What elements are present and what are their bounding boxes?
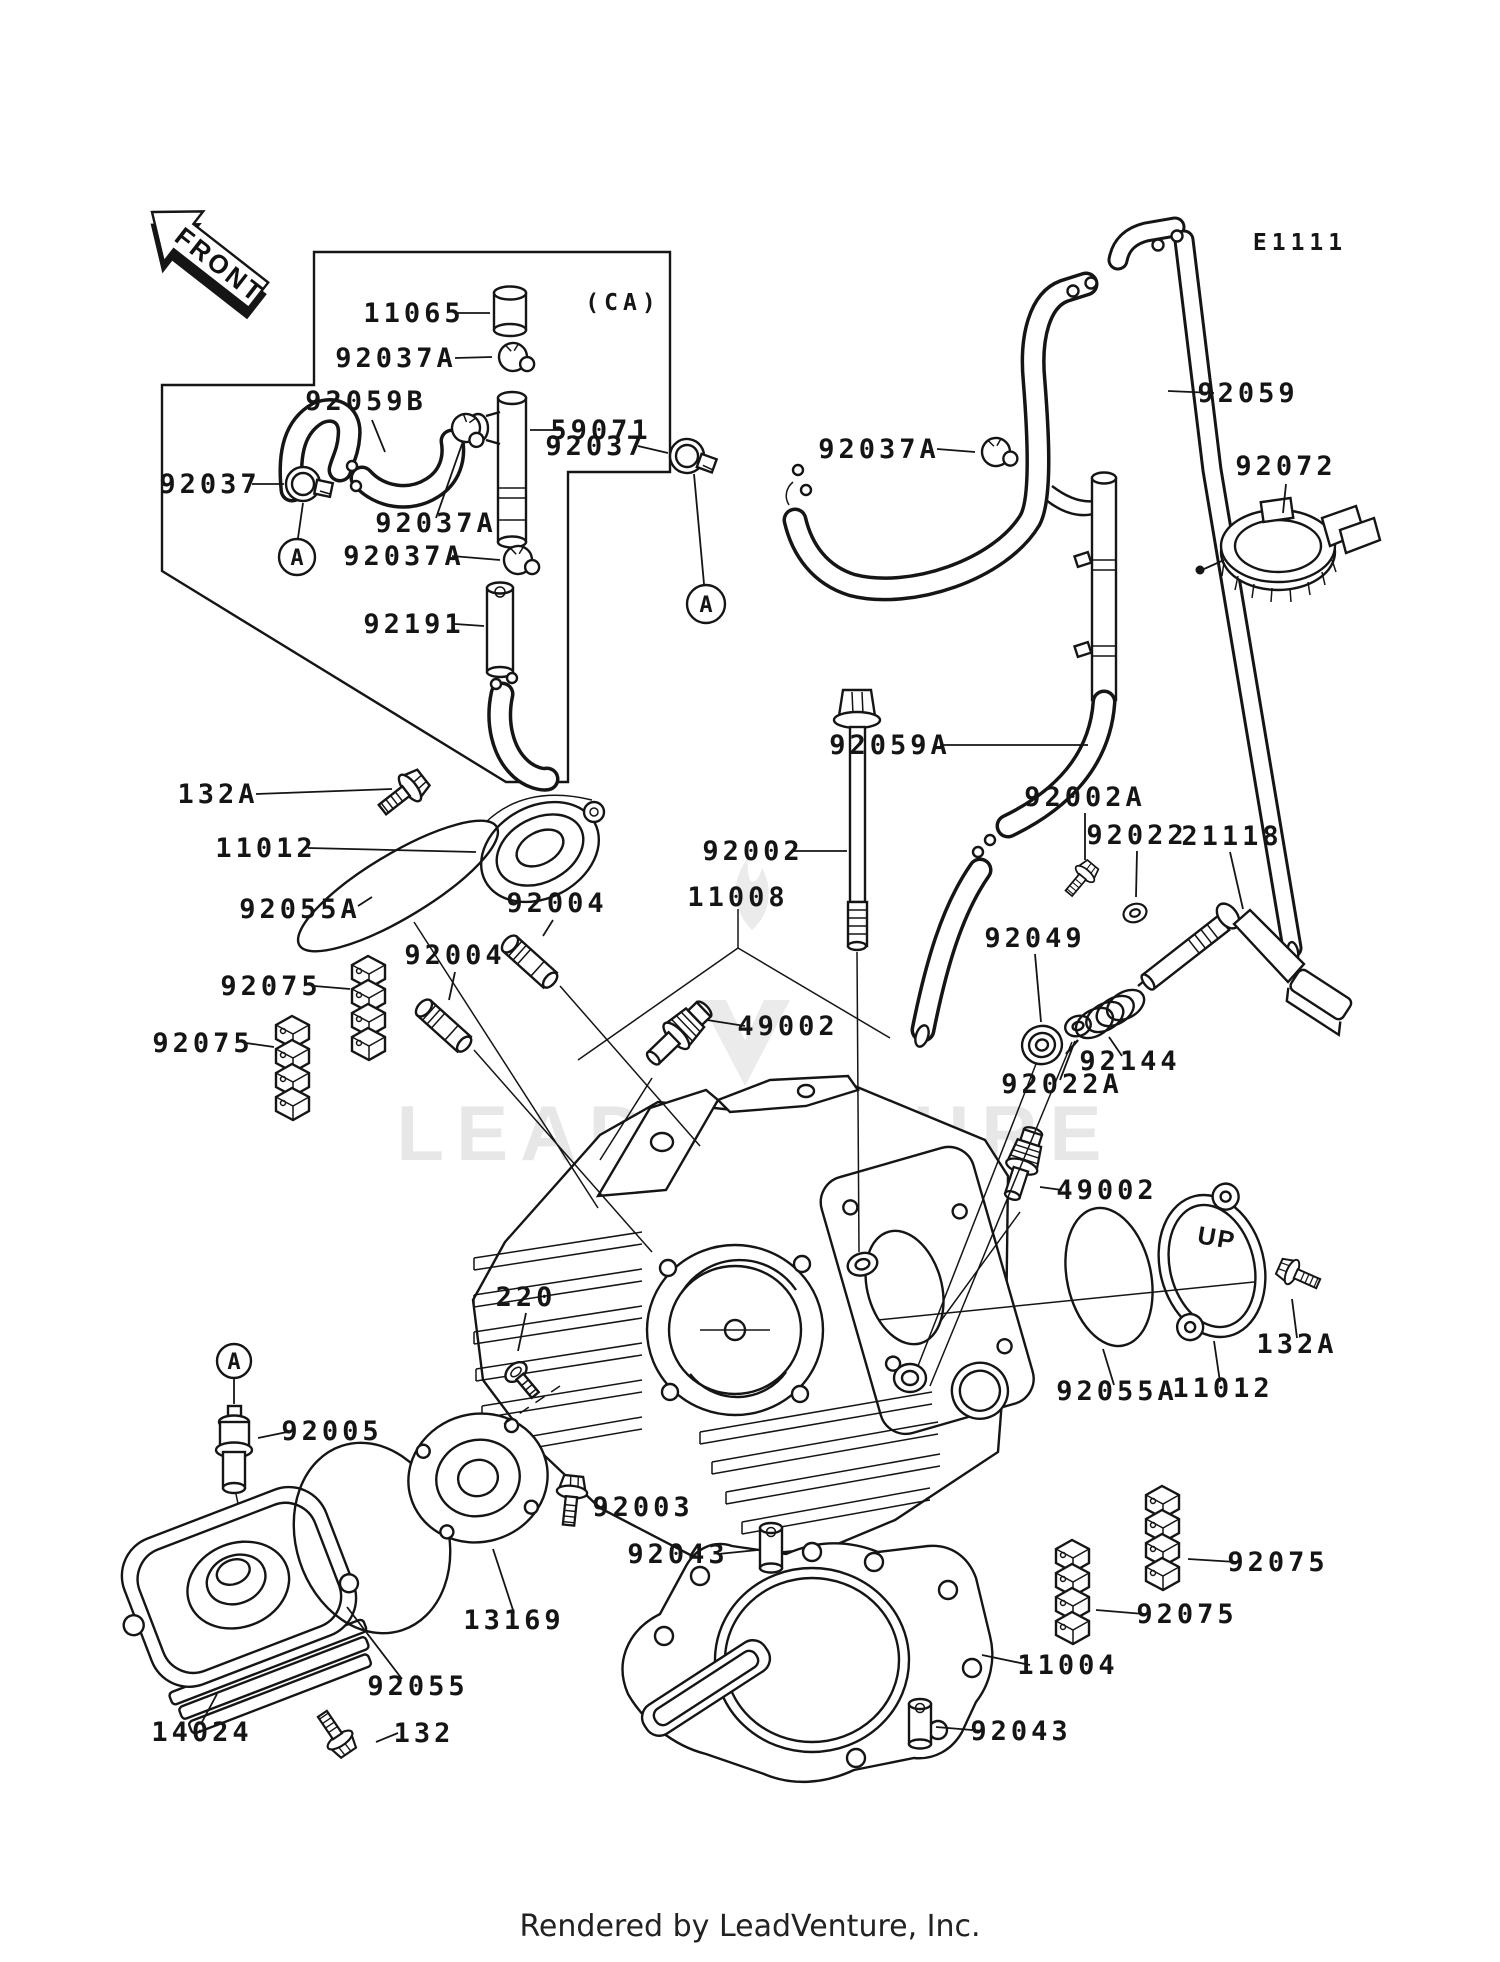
part-label-21118[interactable]: 21118 (1181, 821, 1282, 852)
part-92055a-gasket-right (1064, 1206, 1154, 1348)
up-marking: UP (1195, 1221, 1238, 1255)
part-label-132a-1[interactable]: 132A (177, 779, 258, 810)
part-132-bolt (309, 1704, 362, 1762)
part-label-92059b[interactable]: 92059B (305, 386, 427, 417)
part-11012-cap-left (479, 794, 606, 904)
part-92191-tube (485, 581, 560, 792)
part-92037a-clamp-right (978, 433, 1020, 472)
part-label-92037-1[interactable]: 92037 (159, 469, 260, 500)
part-92059a-pipe (910, 471, 1118, 1048)
part-92037-clamp-left (284, 465, 335, 503)
part-label-92037a-3[interactable]: 92037A (343, 541, 465, 572)
part-label-92043-2[interactable]: 92043 (970, 1716, 1071, 1747)
part-label-92075-4[interactable]: 92075 (1136, 1599, 1237, 1630)
part-labels: 11065 92037A 92059B 59071 92037 92037A 9… (151, 298, 1337, 1749)
part-label-92075-1[interactable]: 92075 (220, 971, 321, 1002)
detail-marker-a-bottom: A (215, 1342, 253, 1404)
part-92022-washer (1120, 899, 1150, 927)
part-92059-tube (1107, 216, 1303, 964)
ca-region-label: (CA) (585, 290, 660, 316)
part-label-13169[interactable]: 13169 (463, 1605, 564, 1636)
part-14024-valve-cover (120, 1485, 373, 1735)
part-label-220[interactable]: 220 (496, 1282, 557, 1313)
part-label-92191[interactable]: 92191 (363, 609, 464, 640)
part-92075-damper-2 (276, 1016, 309, 1120)
part-label-92144[interactable]: 92144 (1079, 1046, 1180, 1077)
part-label-11008[interactable]: 11008 (687, 882, 788, 913)
part-label-92072[interactable]: 92072 (1235, 451, 1336, 482)
leader-lines (201, 312, 1298, 1743)
part-label-92022[interactable]: 92022 (1086, 820, 1187, 851)
part-label-92075-3[interactable]: 92075 (1227, 1547, 1328, 1578)
part-92075-damper-1 (352, 956, 385, 1060)
part-11012-cover-right: UP (1157, 1182, 1267, 1342)
part-label-92002[interactable]: 92002 (702, 836, 803, 867)
part-11004-gasket (621, 1541, 994, 1784)
part-92003-bolt (552, 1473, 590, 1528)
part-label-92003[interactable]: 92003 (592, 1492, 693, 1523)
part-label-92004-1[interactable]: 92004 (506, 888, 607, 919)
part-label-92005[interactable]: 92005 (281, 1416, 382, 1447)
front-arrow: FRONT (150, 210, 270, 320)
diagram-code: E1111 (1253, 230, 1347, 256)
footer-credit: Rendered by LeadVenture, Inc. (519, 1909, 980, 1944)
part-label-92037a-1[interactable]: 92037A (335, 343, 457, 374)
part-label-92075-2[interactable]: 92075 (152, 1028, 253, 1059)
part-label-92037-2[interactable]: 92037 (545, 431, 646, 462)
part-92004-stud-2 (411, 995, 476, 1057)
assembly-axis-lines (413, 909, 1255, 1387)
part-92059b-hose (278, 398, 466, 509)
part-label-92055a-1[interactable]: 92055A (239, 894, 361, 925)
part-label-92055[interactable]: 92055 (367, 1671, 468, 1702)
detail-marker-a-right: A (685, 473, 727, 625)
part-label-132[interactable]: 132 (394, 1718, 455, 1749)
part-label-49002-2[interactable]: 49002 (1056, 1175, 1157, 1206)
part-label-92002a[interactable]: 92002A (1024, 782, 1146, 813)
part-21118-kick-shaft (1140, 902, 1353, 1037)
part-92004-stud-1 (497, 931, 562, 993)
svg-text:A: A (227, 1350, 240, 1375)
part-label-11012-2[interactable]: 11012 (1172, 1373, 1273, 1404)
part-132a-bolt-right (1272, 1253, 1325, 1297)
part-label-49002-1[interactable]: 49002 (737, 1011, 838, 1042)
part-label-11004[interactable]: 11004 (1017, 1650, 1118, 1681)
part-label-132a-2[interactable]: 132A (1256, 1329, 1337, 1360)
part-92072-clamp (1195, 496, 1382, 603)
part-92055a-gasket-left (296, 819, 500, 953)
part-label-92055a-2[interactable]: 92055A (1056, 1376, 1178, 1407)
part-label-92037a-4[interactable]: 92037A (818, 434, 940, 465)
part-92059a-hose (782, 271, 1101, 602)
part-label-92059[interactable]: 92059 (1197, 378, 1298, 409)
part-label-92037a-2[interactable]: 92037A (375, 508, 497, 539)
part-132a-bolt-left (371, 763, 435, 824)
part-92043-pin-bottom (907, 1697, 933, 1750)
part-label-92059a[interactable]: 92059A (829, 730, 951, 761)
part-label-14024[interactable]: 14024 (151, 1717, 252, 1748)
part-label-11065[interactable]: 11065 (363, 298, 464, 329)
part-label-11012-1[interactable]: 11012 (215, 833, 316, 864)
part-92002-bolt (832, 688, 882, 952)
part-92037-clamp-right (666, 435, 721, 479)
part-92075-damper-3 (1146, 1486, 1179, 1590)
part-11065-breather-pipe (492, 285, 528, 338)
part-label-92022a[interactable]: 92022A (1001, 1069, 1123, 1100)
part-92037a-clamp-low (500, 542, 542, 579)
svg-text:A: A (290, 546, 303, 571)
part-92049-seal (1016, 1020, 1068, 1070)
part-label-59071[interactable]: 59071 (550, 415, 651, 446)
svg-text:A: A (699, 593, 712, 618)
part-13169-plate (407, 1385, 561, 1544)
part-label-92043-1[interactable]: 92043 (627, 1539, 728, 1570)
part-49002-plug-left (637, 992, 720, 1075)
part-92037a-clamp-top (495, 339, 537, 376)
part-label-92049[interactable]: 92049 (984, 923, 1085, 954)
part-92075-damper-4 (1056, 1540, 1089, 1644)
part-92043-pin-top (758, 1521, 784, 1574)
detail-marker-a-left: A (277, 502, 317, 577)
part-label-92004-2[interactable]: 92004 (404, 940, 505, 971)
part-92002a-bolt (1059, 856, 1103, 902)
